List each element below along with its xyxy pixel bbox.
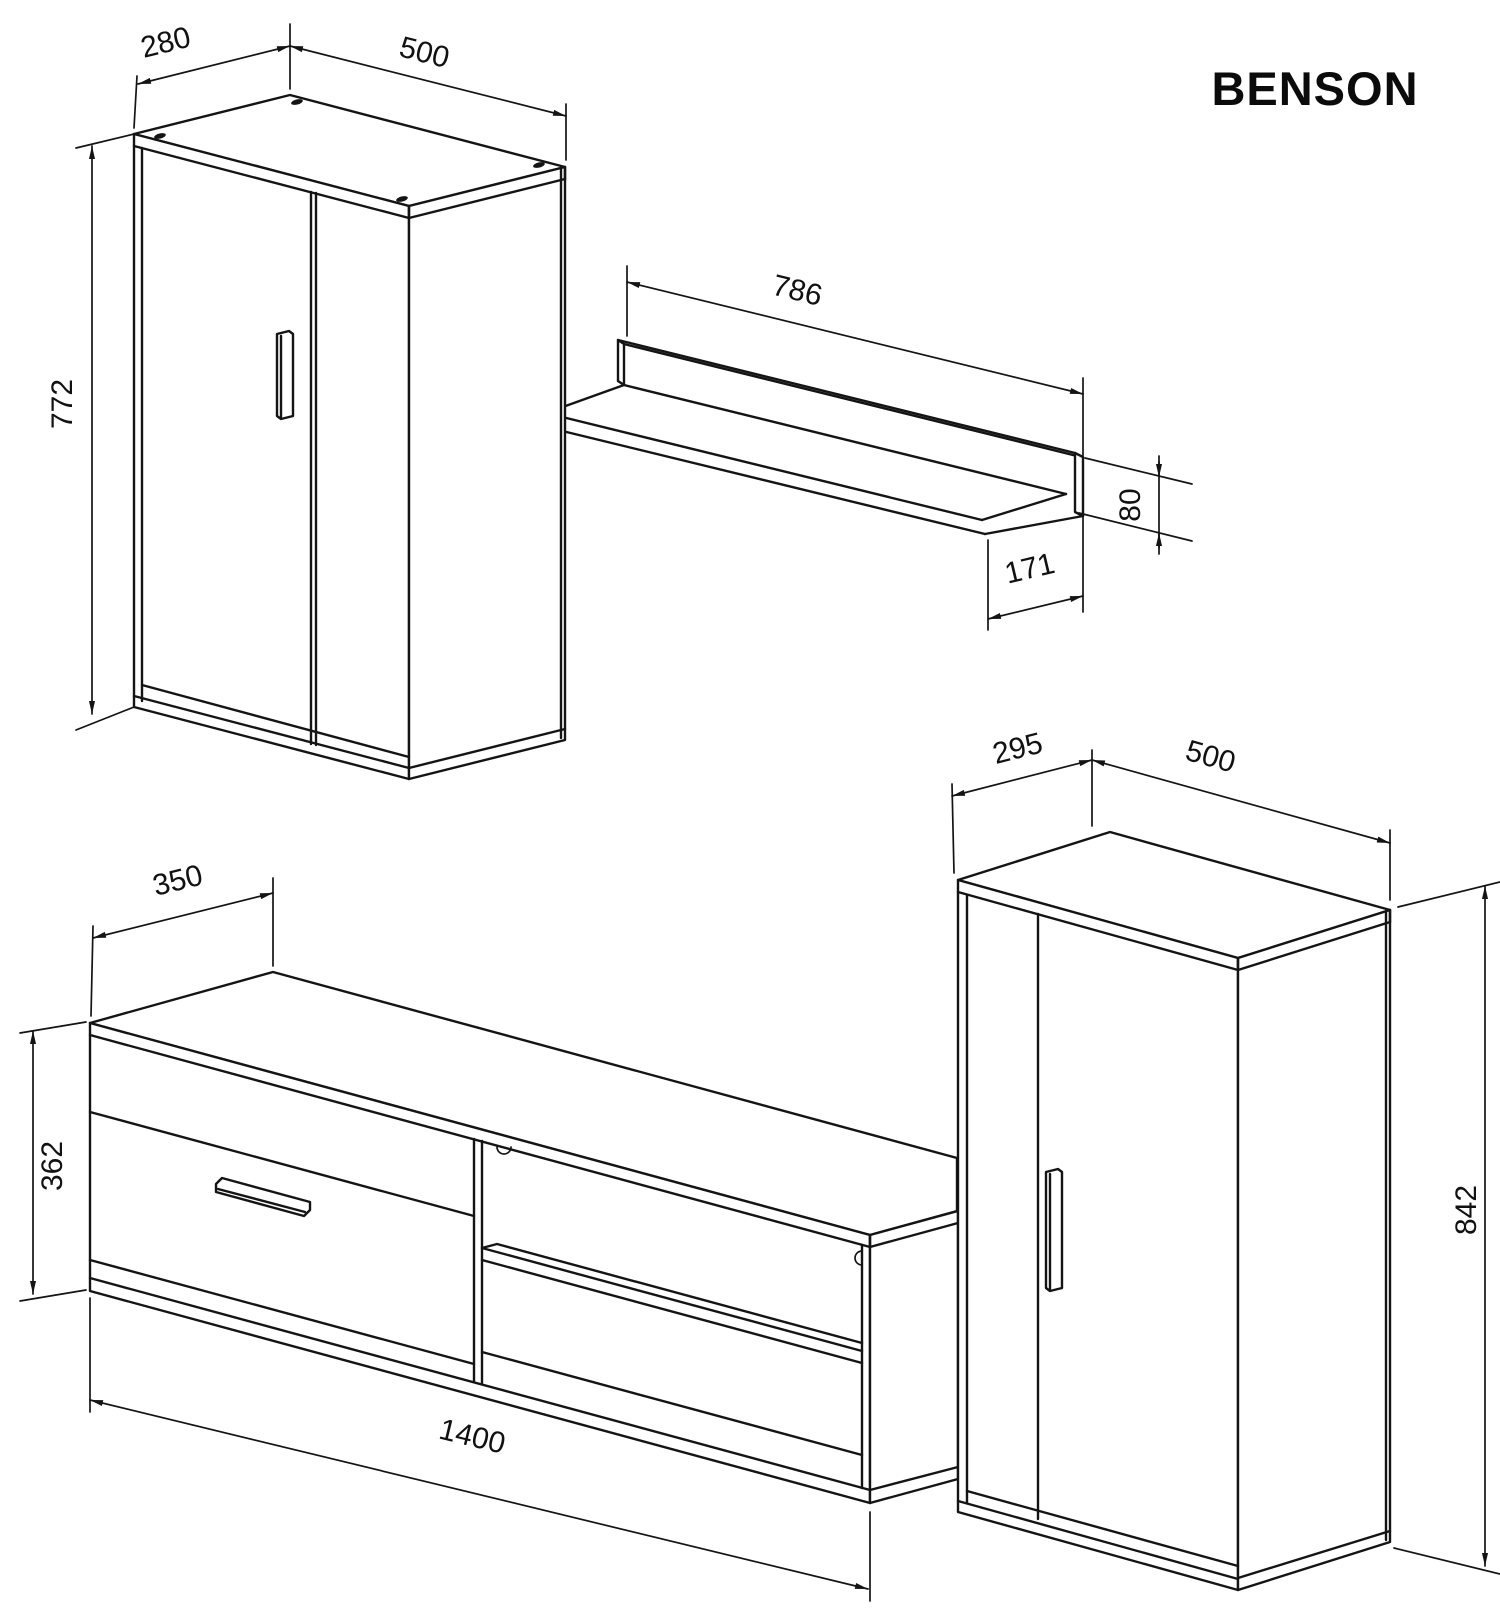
- shelf-board-front-edge: [544, 411, 984, 522]
- shelf-board-bottom-edge: [544, 425, 987, 536]
- dim-label-stand-depth: 350: [149, 859, 206, 903]
- dim-label-shelf-depth: 171: [1002, 547, 1058, 591]
- stand-drawer-handle-inner-line: [216, 1187, 307, 1214]
- stand-cable-clip-top: [496, 1146, 512, 1155]
- dim-362-ext-bottom: [19, 1289, 87, 1302]
- dim-295-line: [951, 759, 1093, 797]
- shelf-rail-top-front-edge: [622, 342, 1079, 458]
- cabinet2-side-face: [1236, 908, 1392, 1592]
- cabinet1-side-bottom-thickness: [407, 727, 567, 770]
- dim-786-line: [626, 281, 1084, 395]
- dim-295-ext-left: [951, 783, 955, 874]
- stand-drawer-top-gap: [88, 1110, 476, 1218]
- stand-end-bottom-thickness: [868, 1465, 960, 1492]
- dim-80-ext-bottom: [1078, 512, 1193, 542]
- shelf-rail-left-cap: [616, 338, 626, 387]
- dim-label-cabinet1-height: 772: [46, 379, 79, 429]
- dim-label-cabinet2-width: 500: [1182, 734, 1239, 779]
- dim-842-ext-bottom: [1393, 1547, 1500, 1575]
- page-title: BENSON: [1211, 62, 1418, 115]
- dim-label-shelf-height: 80: [1114, 488, 1147, 521]
- stand-top-thickness-front: [88, 1033, 872, 1249]
- stand-end-face: [868, 1209, 960, 1505]
- dim-80-ext-top: [1084, 457, 1193, 485]
- cabinet2-door-bottom-edge: [965, 1489, 1240, 1568]
- cabinet1-side-face: [407, 165, 567, 781]
- stand-cable-clip-right: [854, 1250, 863, 1266]
- dim-280-line: [137, 45, 291, 85]
- dim-500c1-line: [289, 45, 567, 117]
- stand-drawer-bottom-gap: [88, 1258, 476, 1366]
- stand-shelf-front-edge: [480, 1246, 864, 1353]
- cabinet1-top-thickness-front: [132, 144, 411, 220]
- shelf-rail-top-back-edge: [616, 338, 1077, 455]
- shelf-board-end-top-edge: [980, 492, 1068, 522]
- cabinet2-front-face: [956, 878, 1240, 1592]
- dim-350-ext-left: [90, 925, 94, 1017]
- dim-500c2-line: [1091, 759, 1391, 844]
- dim-label-cabinet1-width: 500: [396, 31, 453, 75]
- dim-362-ext-top: [19, 1021, 87, 1034]
- shelf-rail-right-cap: [1073, 451, 1085, 518]
- side-cabinet: 295 500 842: [951, 727, 1500, 1592]
- cabinet1-top-thickness-corners: [407, 165, 567, 220]
- dim-label-stand-length: 1400: [436, 1413, 509, 1461]
- stand-shelf-top-edge: [480, 1242, 864, 1345]
- cabinet1-bolt-dot: [533, 162, 545, 168]
- tv-stand: 350 362 1400: [19, 859, 960, 1602]
- dim-350-line: [92, 892, 274, 939]
- dim-280-ext-left: [133, 75, 138, 129]
- stand-shelf-thickness-edge: [480, 1258, 864, 1365]
- cabinet2-top-thickness-corners: [1236, 908, 1392, 972]
- dim-label-shelf-length: 786: [769, 269, 825, 313]
- cabinet2-side-bottom-thickness: [1236, 1529, 1392, 1580]
- cabinet1-top-thickness-side: [407, 177, 567, 220]
- shelf-board-end-bottom-edge: [983, 514, 1085, 536]
- dim-1400-line: [89, 1399, 869, 1590]
- cabinet2-top-thickness-front: [956, 890, 1240, 972]
- wall-shelf: 786 80 171: [544, 265, 1193, 631]
- dim-label-cabinet2-height: 842: [1450, 1185, 1483, 1235]
- cabinet1-bolt-dot: [154, 133, 166, 139]
- dim-label-cabinet2-depth: 295: [989, 727, 1046, 771]
- dim-label-stand-height: 362: [36, 1141, 69, 1191]
- cabinet1-door-bottom-edge: [140, 683, 411, 759]
- shelf-rail-bottom-edge: [622, 383, 1068, 496]
- dim-772-ext-bottom: [75, 706, 135, 731]
- cabinet2-top-thickness-side: [1236, 920, 1392, 972]
- cabinet2-door-handle: [1044, 1167, 1064, 1293]
- cabinet1-bolt-dot: [396, 196, 408, 202]
- cabinet2-plinth-edge: [956, 1499, 1240, 1581]
- cabinet1-front-face: [132, 132, 411, 781]
- cabinet1-plinth-edge: [132, 694, 411, 770]
- dim-label-cabinet1-depth: 280: [137, 21, 194, 65]
- wall-cabinet: 280 500 772: [46, 21, 567, 781]
- dim-171-line: [987, 595, 1084, 620]
- dim-772-ext-top: [75, 133, 135, 149]
- stand-top-thickness-end: [868, 1221, 960, 1249]
- cabinet1-door-handle: [275, 329, 295, 421]
